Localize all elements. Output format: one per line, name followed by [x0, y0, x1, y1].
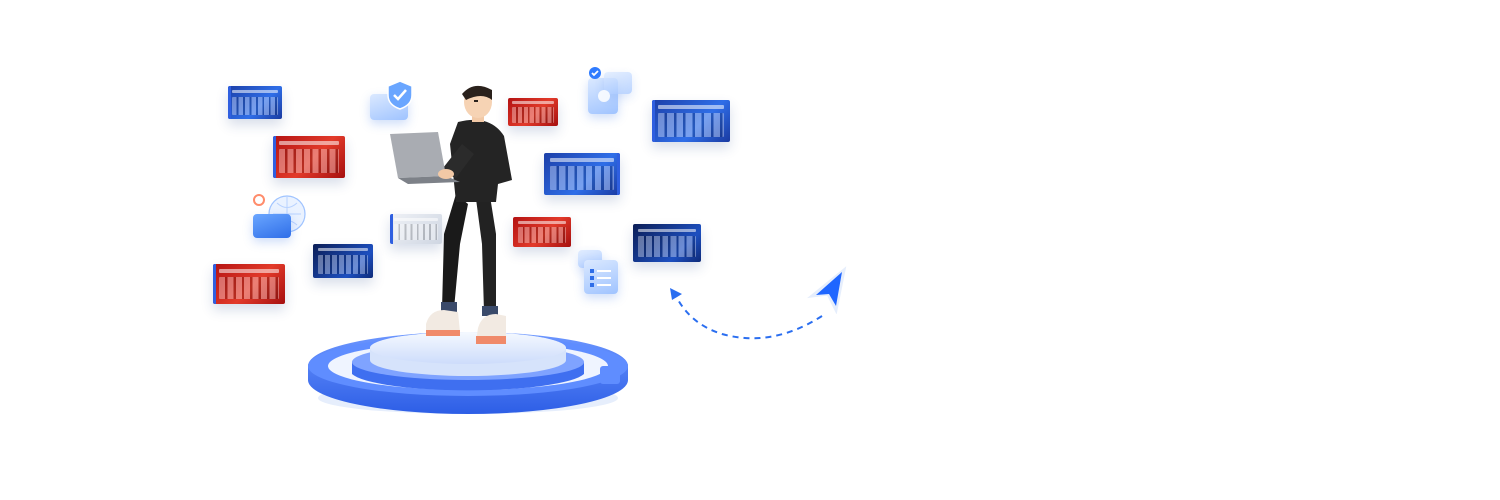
dashboard-thumbnail-8 [513, 217, 571, 247]
dashboard-thumbnail-7 [544, 153, 620, 195]
person-with-laptop [390, 85, 512, 344]
dashboard-thumbnail-3 [213, 264, 285, 304]
dashboard-thumbnail-10 [633, 224, 701, 262]
dashboard-thumbnail-9 [652, 100, 730, 142]
shield-icon [368, 76, 418, 122]
dashboard-thumbnail-1 [228, 86, 282, 119]
cloud-globe-icon [247, 192, 311, 240]
document-check-icon [582, 66, 636, 116]
navigation-arrow-icon [806, 266, 847, 314]
dashed-path [670, 288, 823, 340]
dashboard-thumbnail-4 [313, 244, 373, 278]
checklist-icon [576, 248, 626, 296]
platform [308, 332, 628, 414]
dashboard-thumbnail-6 [508, 98, 558, 126]
dashboard-thumbnail-2 [273, 136, 345, 178]
dashboard-thumbnail-5 [390, 214, 442, 244]
